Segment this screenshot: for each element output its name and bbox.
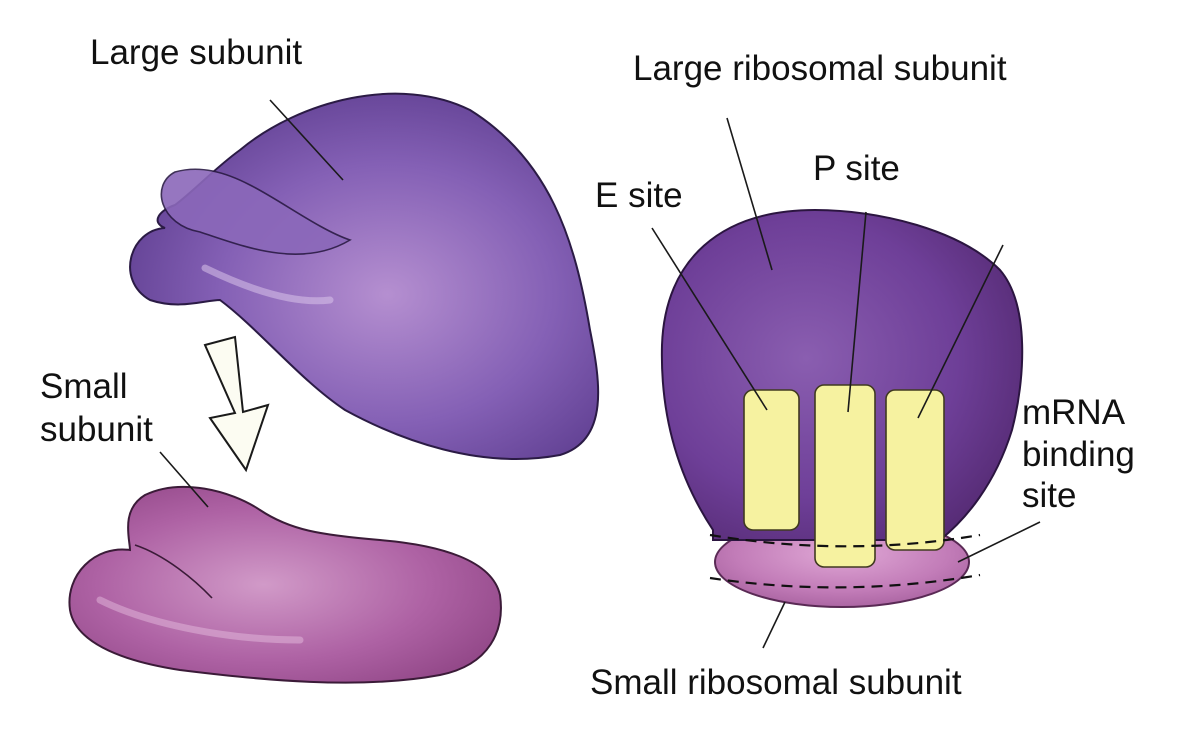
small-subunit-label-line2: subunit (40, 410, 153, 449)
trna-sites (743, 384, 945, 568)
a-site-block (885, 389, 945, 551)
large-subunit-shape (129, 92, 600, 460)
mrna-binding-site-label-line3: site (1022, 476, 1076, 515)
e-site-label: E site (595, 176, 683, 215)
large-subunit-label: Large subunit (90, 33, 302, 72)
small-subunit-leader (159, 451, 209, 508)
e-site-leader (651, 227, 768, 411)
mrna-lower-dashed-line (709, 573, 981, 589)
small-ribosomal-subunit-leader (762, 601, 786, 649)
small-subunit-shape (68, 485, 502, 684)
mrna-binding-site-leader (957, 521, 1041, 563)
mrna-binding-site-label-line1: mRNA (1022, 393, 1126, 432)
mrna-upper-dashed-line (709, 533, 981, 548)
large-subunit-leader (269, 99, 344, 181)
a-site-leader (917, 244, 1004, 419)
e-site-block (743, 389, 800, 531)
p-site-leader (847, 211, 867, 413)
large-ribosomal-subunit-label: Large ribosomal subunit (633, 49, 1007, 88)
p-site-label: P site (813, 149, 900, 188)
p-site-block (814, 384, 876, 568)
mrna-binding-site-label-line2: binding (1022, 435, 1135, 474)
small-subunit-label-line1: Small (40, 367, 128, 406)
assembly-arrow (203, 335, 270, 473)
large-ribosomal-subunit-leader (726, 117, 773, 271)
small-ribosomal-subunit-label: Small ribosomal subunit (590, 663, 962, 702)
